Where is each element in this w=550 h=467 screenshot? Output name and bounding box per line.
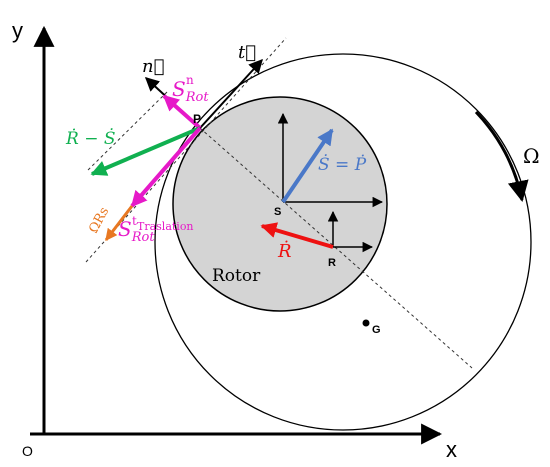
parallelogram-dashed-top bbox=[85, 91, 168, 173]
point-g-dot bbox=[362, 319, 370, 327]
s-rot-t-translation-arrow bbox=[130, 126, 202, 208]
omega-rs-arrow bbox=[104, 205, 134, 241]
r-dot-velocity-arrow bbox=[260, 222, 334, 249]
s-rot-n-arrow bbox=[162, 94, 202, 130]
tangent-vector-arrow bbox=[199, 58, 263, 129]
s-rot-t-label: SRot bbox=[118, 217, 155, 245]
point-r-label: R bbox=[328, 257, 336, 269]
s-rot-t-superscript: t bbox=[132, 214, 137, 228]
tangent-vector-label: t⃗ bbox=[238, 42, 256, 63]
s-dot-velocity-arrow bbox=[281, 128, 334, 204]
r-dot-minus-s-dot-label: Ṙ − Ṡ bbox=[65, 128, 116, 149]
point-s-label: S bbox=[274, 206, 281, 218]
r-dot-label: Ṙ bbox=[277, 239, 292, 262]
omega-rotation-arrow bbox=[474, 110, 529, 203]
outer-circle bbox=[154, 53, 532, 431]
s-dot-equals-p-dot-label: Ṡ = Ṗ bbox=[318, 154, 367, 175]
omega-label: Ω bbox=[523, 144, 540, 168]
origin-label: O bbox=[22, 443, 33, 459]
normal-vector-label: n⃗ bbox=[142, 56, 164, 77]
rotor-label: Rotor bbox=[212, 266, 261, 286]
y-axis-label: y bbox=[12, 18, 23, 43]
translation-superscript-label: Traslation bbox=[137, 220, 194, 233]
omega-rs-label: ΩRs bbox=[86, 205, 112, 236]
r-dot-minus-s-dot-arrow bbox=[90, 126, 201, 176]
point-g-label: G bbox=[372, 324, 381, 336]
s-rot-n-superscript: n bbox=[186, 73, 194, 87]
x-axis-label: x bbox=[446, 437, 457, 462]
point-p-label: P bbox=[193, 112, 201, 126]
s-rot-n-label: SRot bbox=[172, 77, 209, 105]
rotor-disk bbox=[172, 96, 388, 312]
normal-dashed-line bbox=[199, 127, 473, 369]
